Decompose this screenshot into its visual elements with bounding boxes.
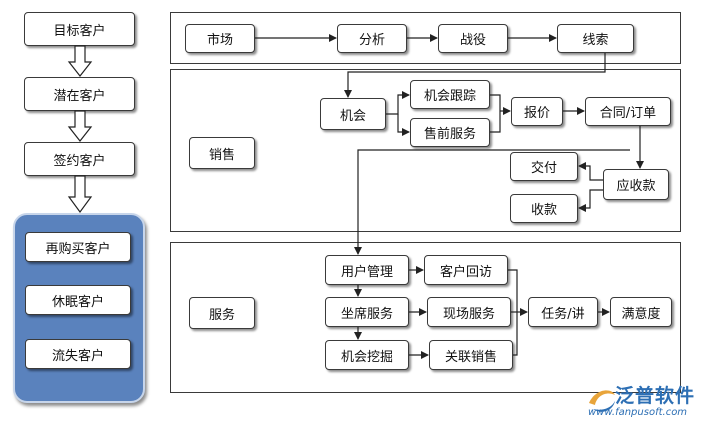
- leads-opportunity-arrow: [344, 53, 606, 98]
- market-label: 市场: [206, 33, 233, 48]
- hollow-arrow-3: [67, 175, 93, 214]
- satisfaction-box: 满意度: [610, 297, 672, 327]
- field-service-box: 现场服务: [427, 297, 511, 327]
- delivery-box: 交付: [510, 152, 578, 181]
- quote-box: 报价: [511, 97, 563, 126]
- customer-revisit-label: 客户回访: [439, 264, 492, 280]
- opportunity-mining-label: 机会挖掘: [340, 349, 393, 365]
- opportunity-label: 机会: [339, 108, 366, 124]
- opportunity-mining-box: 机会挖掘: [325, 340, 409, 370]
- repurchase-customer-box: 再购买客户: [25, 232, 131, 262]
- related-sales-box: 关联销售: [429, 340, 513, 370]
- payment-label: 收款: [530, 203, 557, 218]
- opportunity-tracking-label: 机会跟踪: [423, 89, 476, 104]
- related-sales-label: 关联销售: [444, 349, 497, 365]
- logo-url: www.fanpusoft.com: [588, 407, 688, 418]
- battle-label: 战役: [459, 33, 486, 48]
- fanpu-logo-icon: [589, 390, 615, 412]
- analysis-box: 分析: [337, 24, 407, 53]
- hollow-arrow-2: [67, 110, 93, 142]
- opportunity-branch: [386, 91, 410, 115]
- quote-label: 报价: [523, 106, 550, 121]
- signed-customer-box: 签约客户: [24, 142, 135, 176]
- dormant-customer-label: 休眠客户: [51, 294, 104, 310]
- user-management-box: 用户管理: [325, 255, 409, 285]
- receivable-label: 应收款: [616, 179, 656, 194]
- delivery-label: 交付: [530, 161, 557, 176]
- lost-customer-box: 流失客户: [25, 339, 131, 369]
- target-customer-label: 目标客户: [53, 23, 106, 39]
- opportunity-box: 机会: [320, 98, 386, 130]
- repurchase-customer-label: 再购买客户: [45, 241, 111, 257]
- opportunity-tracking-box: 机会跟踪: [410, 80, 490, 109]
- market-box: 市场: [185, 24, 255, 53]
- receivable-delivery-arrow: [578, 162, 603, 181]
- signed-customer-label: 签约客户: [53, 153, 106, 169]
- battle-box: 战役: [438, 24, 508, 53]
- presales-service-label: 售前服务: [423, 127, 476, 142]
- sales-section-label: 销售: [208, 147, 235, 163]
- presales-service-box: 售前服务: [410, 118, 490, 147]
- leads-label: 线索: [582, 33, 609, 48]
- potential-customer-label: 潜在客户: [53, 88, 106, 104]
- leads-box: 线索: [557, 24, 634, 53]
- receivable-payment-arrow: [578, 189, 603, 212]
- service-section-label: 服务: [208, 307, 235, 323]
- payment-box: 收款: [510, 194, 578, 223]
- logo-name: 泛普软件: [615, 385, 696, 407]
- user-management-label: 用户管理: [340, 264, 393, 280]
- service-section-label-box: 服务: [189, 297, 255, 329]
- customer-revisit-box: 客户回访: [424, 255, 508, 285]
- contract-order-box: 合同/订单: [585, 97, 671, 126]
- satisfaction-label: 满意度: [621, 306, 661, 322]
- contract-order-label: 合同/订单: [599, 106, 657, 121]
- lost-customer-label: 流失客户: [51, 348, 104, 364]
- receivable-box: 应收款: [603, 169, 669, 200]
- sales-section-label-box: 销售: [189, 137, 255, 169]
- dormant-customer-box: 休眠客户: [25, 285, 131, 315]
- field-service-label: 现场服务: [442, 306, 495, 322]
- target-customer-box: 目标客户: [24, 12, 135, 46]
- opportunity-branch-2: [397, 114, 410, 136]
- call-center-service-box: 坐席服务: [325, 297, 409, 327]
- call-center-service-label: 坐席服务: [340, 306, 393, 322]
- task-lecture-box: 任务/讲: [528, 297, 598, 327]
- tracking-quote-merge: [490, 94, 501, 133]
- hollow-arrow-1: [67, 45, 93, 77]
- task-lecture-label: 任务/讲: [541, 306, 585, 322]
- contract-service-arrow: [354, 149, 630, 255]
- analysis-label: 分析: [358, 33, 385, 48]
